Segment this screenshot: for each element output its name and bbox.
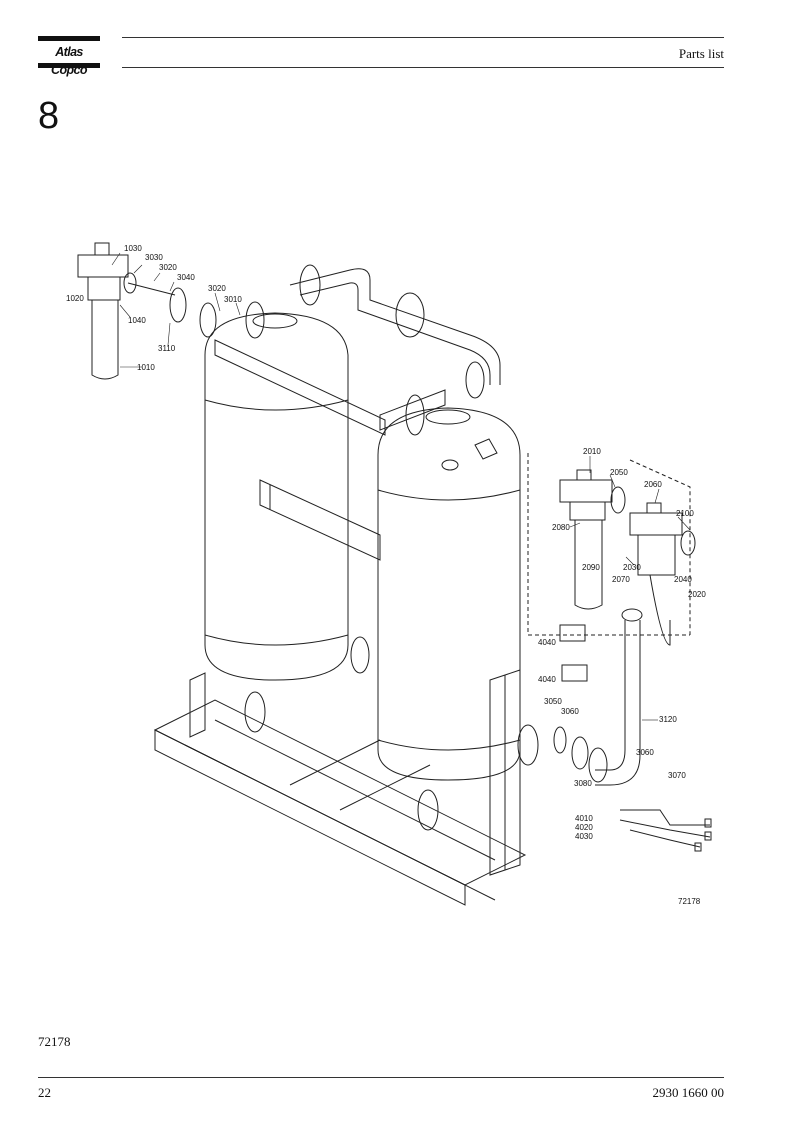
callout-3110: 3110 (158, 344, 176, 353)
callout-2010: 2010 (583, 447, 601, 456)
logo-bottom-bar (38, 63, 100, 68)
document-number: 2930 1660 00 (652, 1085, 725, 1100)
page-number: 22 (38, 1085, 51, 1100)
callout-2100: 2100 (676, 509, 694, 518)
header-rule-bottom (122, 67, 724, 68)
callout-4010: 4010 (575, 814, 593, 823)
callout-1040: 1040 (128, 316, 146, 325)
callout-3080: 3080 (574, 779, 592, 788)
wiring-harness (619, 809, 712, 852)
base-frame (153, 669, 527, 906)
callout-4040-b: 4040 (538, 675, 556, 684)
drawing-reference: 72178 (678, 897, 701, 906)
callout-2020: 2020 (688, 590, 706, 599)
callout-2050: 2050 (610, 468, 628, 477)
inlet-filter-assembly (77, 242, 217, 380)
footer-rule (38, 1077, 724, 1078)
callout-3010: 3010 (224, 295, 242, 304)
callout-3020-a: 3020 (159, 263, 177, 272)
outlet-filter-assemblies (527, 453, 696, 646)
section-number: 8 (38, 95, 60, 137)
upper-piping (214, 264, 501, 436)
callout-2060: 2060 (644, 480, 662, 489)
callout-3050: 3050 (544, 697, 562, 706)
figure-reference: 72178 (38, 1034, 71, 1049)
right-adsorption-vessel (377, 407, 521, 781)
callout-labels: 1030 3030 3020 3040 3020 3010 1020 1040 … (66, 244, 706, 906)
callout-3120: 3120 (659, 715, 677, 724)
callout-4040-a: 4040 (538, 638, 556, 647)
callout-2040: 2040 (674, 575, 692, 584)
header-rule-top (122, 37, 724, 38)
outlet-pipe (244, 608, 643, 831)
callout-1020: 1020 (66, 294, 84, 303)
exploded-parts-drawing: 1030 3030 3020 3040 3020 3010 1020 1040 … (50, 225, 730, 925)
callout-4030: 4030 (575, 832, 593, 841)
callout-3040: 3040 (177, 273, 195, 282)
logo-top-bar (38, 36, 100, 41)
callout-4020: 4020 (575, 823, 593, 832)
left-adsorption-vessel (204, 312, 381, 681)
callout-2090: 2090 (582, 563, 600, 572)
callout-1030: 1030 (124, 244, 142, 253)
leader-lines (111, 252, 691, 721)
callout-3030: 3030 (145, 253, 163, 262)
callout-3070: 3070 (668, 771, 686, 780)
callout-2030: 2030 (623, 563, 641, 572)
logo-wordmark: Atlas Copco (51, 45, 87, 77)
header-title: Parts list (678, 46, 724, 61)
callout-3060-b: 3060 (636, 748, 654, 757)
callout-3060-a: 3060 (561, 707, 579, 716)
atlas-copco-logo: Atlas Copco (38, 36, 100, 77)
callout-1010: 1010 (137, 363, 155, 372)
callout-3020-b: 3020 (208, 284, 226, 293)
callout-2080: 2080 (552, 523, 570, 532)
callout-2070: 2070 (612, 575, 630, 584)
